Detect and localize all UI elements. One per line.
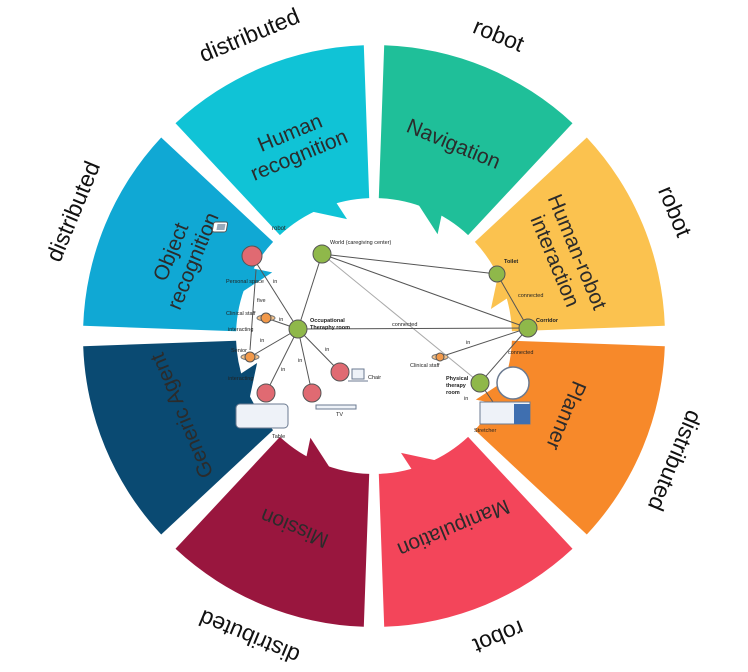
segment-tag-label: robot xyxy=(653,182,697,241)
corridor-node xyxy=(518,318,538,338)
segment-tag-label: robot xyxy=(469,615,528,659)
edge-label-staff-in: in xyxy=(466,340,470,346)
robot-icon xyxy=(211,221,229,233)
bubble-tail xyxy=(401,452,438,471)
bubble-tail xyxy=(239,363,258,400)
edge-label-stretcher-in: in xyxy=(464,396,468,402)
senior-node xyxy=(240,351,260,363)
stretcher-label: Stretcher xyxy=(474,428,496,434)
bubble-tail xyxy=(417,202,442,235)
segment-shape xyxy=(378,436,573,627)
corridor-label: Corridor xyxy=(536,318,559,324)
edge-label-senior-in: in xyxy=(260,338,264,344)
senior-label: Senior xyxy=(231,348,247,354)
edge-label-staff-ot-in: in xyxy=(279,317,283,323)
module-ring: NavigationrobotHuman-robotinteractionrob… xyxy=(40,2,707,669)
clinical-staff-right-node xyxy=(431,352,449,362)
edge-label-table-in: in xyxy=(281,367,285,373)
segment-tag-label: distributed xyxy=(643,407,708,515)
segment-generic-agent: Generic Agent xyxy=(83,340,274,535)
edge-label-five: five xyxy=(257,298,266,304)
table-icon xyxy=(235,403,289,429)
tv-label: TV xyxy=(336,412,343,418)
robot-node-label: robot xyxy=(272,226,286,232)
edge-label-interacting-1: interacting xyxy=(228,327,253,333)
edge-label-interacting-2: interacting xyxy=(228,376,253,382)
chair-node xyxy=(330,362,350,382)
segment-tag-label: robot xyxy=(470,13,529,57)
edge-label-chair-in: in xyxy=(325,347,329,353)
segment-shape xyxy=(175,436,370,627)
bubble-tail xyxy=(310,201,347,220)
chair-label: Chair xyxy=(368,375,381,381)
chair-icon xyxy=(348,368,368,382)
physical-therapy-node xyxy=(470,373,490,393)
occupational-label-2: Theraphy room xyxy=(310,325,350,331)
bubble-tail xyxy=(306,437,331,470)
knowledge-graph: robot xyxy=(211,221,559,440)
personal-space-label: Personal space xyxy=(226,279,264,285)
physical-label-1: Physical xyxy=(446,376,469,382)
toilet-label: Toilet xyxy=(504,259,518,265)
table-label: Table xyxy=(272,434,285,440)
segment-shape xyxy=(83,340,274,535)
bubble-tail xyxy=(490,272,509,309)
table-node xyxy=(256,383,276,403)
occupational-label-1: Occupational xyxy=(310,318,345,324)
bubble-tail xyxy=(240,268,273,293)
stretcher-icon xyxy=(479,366,531,425)
occupational-therapy-node xyxy=(288,319,308,339)
clinical-staff-left-label: Clinical staff xyxy=(226,311,256,317)
personal-space-node xyxy=(241,245,263,267)
segment-tag-label: distributed xyxy=(195,2,303,67)
edge-label-personal-space-in: in xyxy=(273,279,277,285)
world-node xyxy=(312,244,332,264)
segment-tag-label: distributed xyxy=(195,605,303,670)
tv-node xyxy=(302,383,322,403)
segment-tag-label: distributed xyxy=(40,157,105,265)
segment-shape xyxy=(378,45,573,236)
edge-label-ot-corridor: connected xyxy=(392,322,417,328)
clinical-staff-right-label: Clinical staff xyxy=(410,363,440,369)
edge-label-corridor-pt: connected xyxy=(508,350,533,356)
physical-label-3: room xyxy=(446,390,460,396)
tv-icon xyxy=(315,404,357,410)
toilet-node xyxy=(488,265,506,283)
edge-label-tv-in: in xyxy=(298,358,302,364)
edge-label-toilet-corridor: connected xyxy=(518,293,543,299)
segment-shape xyxy=(474,137,665,332)
physical-label-2: therapy xyxy=(446,383,467,389)
world-label: World (caregiving center) xyxy=(330,240,392,246)
clinical-staff-left-node xyxy=(256,312,276,324)
segment-shape xyxy=(83,137,274,332)
segment-shape xyxy=(175,45,370,236)
